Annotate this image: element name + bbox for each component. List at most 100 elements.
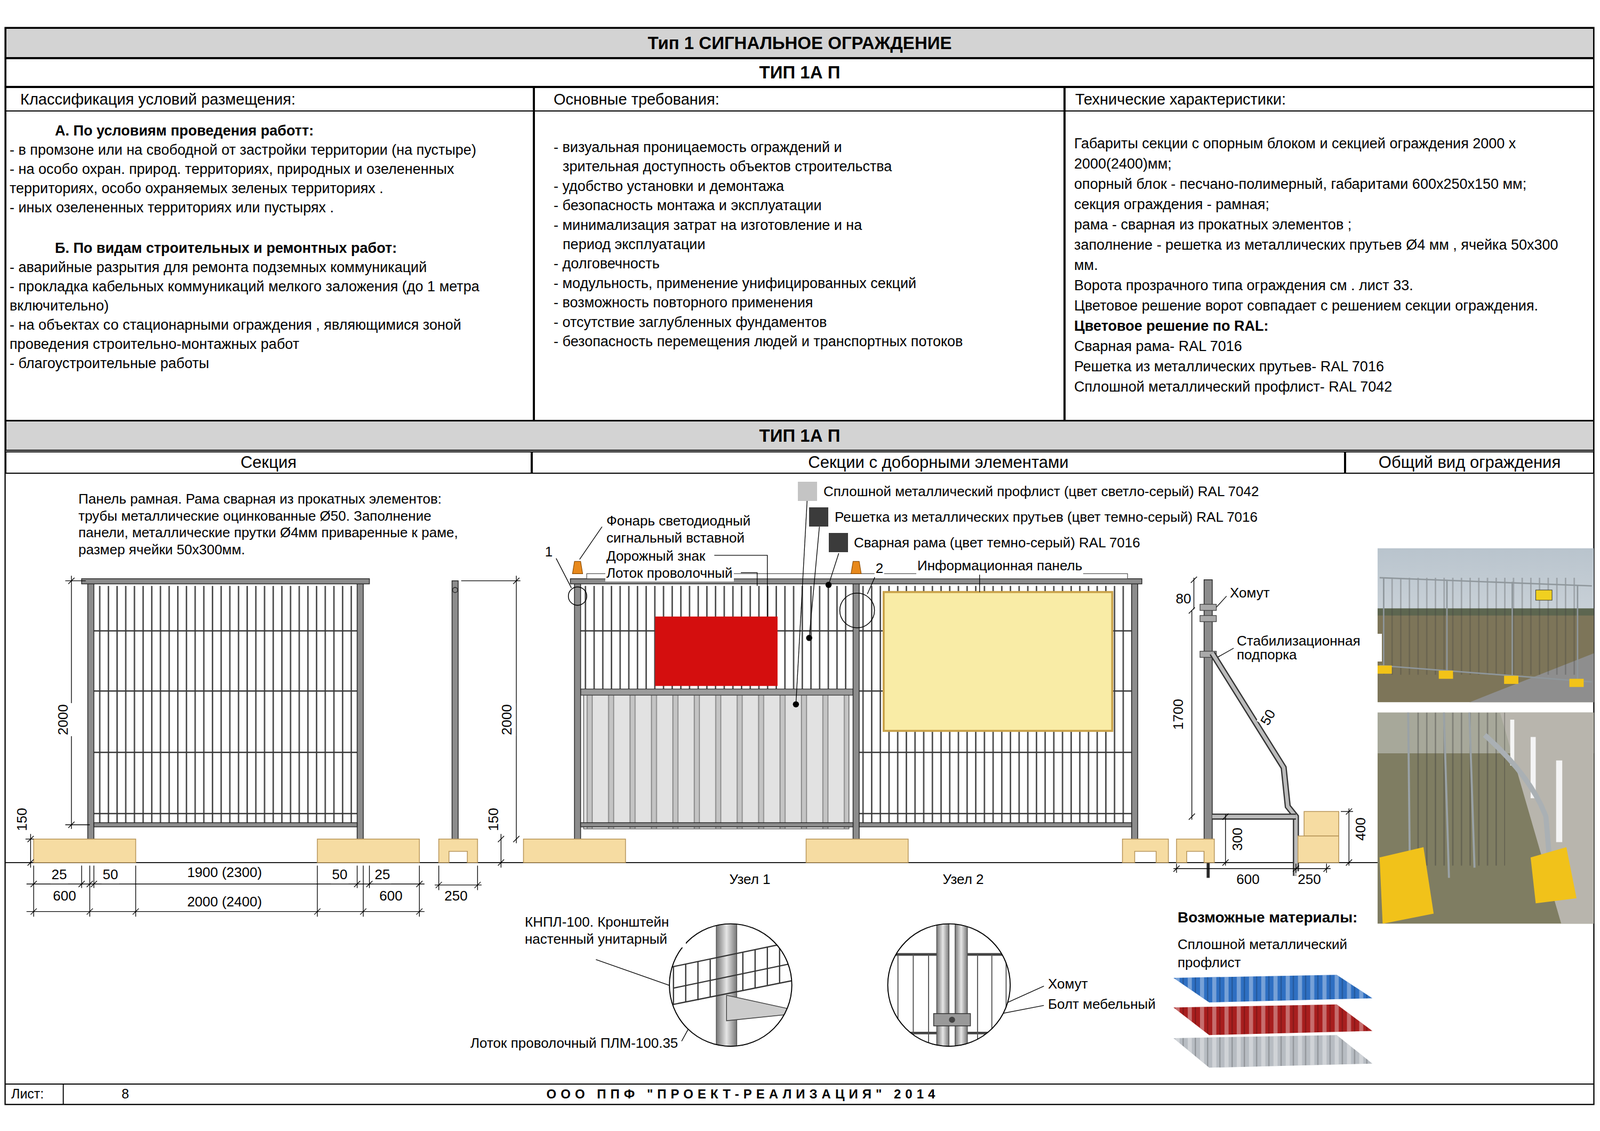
photo (1377, 547, 1595, 702)
profiled-sheet-sample (1173, 1034, 1373, 1068)
dimension-line (354, 880, 360, 887)
fence-with-extras (859, 585, 1132, 825)
annotation-label: Панель рамная. Рама сварная из прокатных… (77, 490, 464, 559)
fence-section (93, 751, 358, 753)
fence-with-extras (523, 561, 1169, 862)
dimension-line (434, 884, 482, 885)
fence-side-view (452, 580, 459, 843)
leader-line (795, 500, 807, 705)
cell-text: ТИП 1А П (759, 62, 841, 83)
dimension-line (435, 881, 442, 888)
cell-text: ТИП 1А П (759, 425, 841, 446)
annotation-label: 80 (1174, 590, 1193, 608)
detail-node-2 (885, 918, 1016, 1052)
legend-text: Решетка из металлических прутьев (цвет т… (833, 508, 1259, 526)
leader-line (979, 574, 980, 592)
detail-node-1 (669, 923, 792, 1047)
dimension-line (33, 865, 34, 917)
dimension-line (65, 580, 86, 581)
photo (1377, 547, 1595, 702)
detail-node-2 (977, 954, 979, 1052)
dimension-line (515, 575, 517, 843)
fence-strut-view (1212, 653, 1296, 876)
profiled-sheet-sample (1173, 1004, 1373, 1035)
fence-section (357, 580, 364, 843)
dimension-line (68, 821, 75, 828)
legend-swatch (809, 507, 829, 527)
annotation-label: 50 (1256, 705, 1280, 730)
text-line: Ворота прозрачного типа ограждения см . … (1074, 275, 1572, 296)
leader-line (556, 558, 572, 588)
column-body: А. По условиям проведения работт:- в про… (6, 111, 533, 373)
detail-node-2 (885, 954, 1016, 1033)
fence-strut-view (1212, 814, 1296, 819)
annotation-label: Лоток проволочный (605, 564, 734, 582)
annotation-label: 600 (51, 887, 77, 905)
text-line: Решетка из металлических прутьев- RAL 70… (1074, 356, 1572, 377)
dimension-line (89, 865, 91, 917)
photo (1379, 577, 1592, 682)
dimension-line (65, 824, 90, 825)
detail-node-2 (897, 954, 899, 1052)
fence-strut-view (1176, 811, 1339, 863)
footer-text: Лист: (10, 1085, 45, 1102)
sheet-frame (5, 27, 1595, 1105)
text-line: опорный блок - песчано-полимерный, габар… (1074, 173, 1572, 215)
dimension-line (316, 865, 318, 917)
fence-strut-view (1191, 610, 1192, 820)
dimension-line (366, 880, 373, 887)
fence-strut-view (1340, 810, 1354, 812)
annotation-label: Информационная панель (916, 557, 1084, 575)
annotation-label: 1 (544, 543, 554, 561)
column-heading: Технические характеристики: (1065, 88, 1594, 112)
fence-section (33, 578, 420, 863)
fence-strut-view (1222, 859, 1229, 866)
text-line: - модульность, применение унифицированны… (553, 273, 1059, 293)
fence-strut-view (1206, 862, 1210, 878)
annotation-label: Стабилизационная подпорка (1235, 633, 1382, 662)
table-cell: Общий вид ограждения (1345, 451, 1595, 474)
dimension-line (438, 865, 439, 891)
legend-swatch (797, 481, 818, 501)
annotation-label: 250 (1296, 870, 1322, 888)
text-line: - возможность повторного применения (553, 292, 1059, 312)
fence-strut-view (1193, 577, 1195, 610)
text-line: Сплошной металлический профлист- RAL 704… (1074, 376, 1572, 397)
detail-node-2 (885, 918, 1016, 1052)
annotation-label: 150 (485, 806, 503, 832)
dimension-line (477, 865, 478, 891)
fence-with-extras (654, 616, 778, 686)
profiled-sheet-sample (1173, 1034, 1373, 1068)
fence-strut-view (1346, 808, 1352, 814)
text-line: А. По условиям проведения работт: (54, 121, 528, 141)
title-band: Тип 1 СИГНАЛЬНОЕ ОГРАЖДЕНИЕ (5, 27, 1595, 59)
fence-strut-view (1173, 865, 1180, 872)
text-line: - благоустроительные работы (9, 353, 528, 373)
fence-section (88, 580, 94, 843)
photo (1569, 678, 1584, 687)
annotation-label: Хомут (1228, 584, 1271, 602)
detail-node-2 (912, 954, 914, 1052)
photo (1382, 577, 1385, 669)
profiled-sheet-sample (1173, 1004, 1373, 1035)
annotation-label: 150 (13, 806, 31, 832)
fence-with-extras (568, 586, 875, 628)
profiled-sheet-sample (1173, 974, 1373, 1003)
dimension-line (90, 880, 97, 887)
dimension-line (360, 908, 366, 915)
text-line: рама - сварная из прокатных элементов ; (1074, 214, 1572, 235)
fence-section (93, 629, 358, 631)
text-line: - иных озелененных территориях или пусты… (9, 197, 528, 218)
fence-with-extras (523, 838, 626, 863)
fence-with-extras (580, 822, 854, 827)
fence-with-extras (851, 561, 862, 574)
dimension-line (461, 580, 521, 581)
fence-strut-view (1188, 813, 1195, 820)
dimension-line (86, 908, 93, 915)
fence-section (33, 838, 136, 863)
fence-strut-view (1176, 838, 1215, 863)
dimension-line (25, 575, 521, 917)
annotation-label: Дорожный знак (605, 547, 707, 565)
fence-strut-view (1188, 606, 1195, 613)
